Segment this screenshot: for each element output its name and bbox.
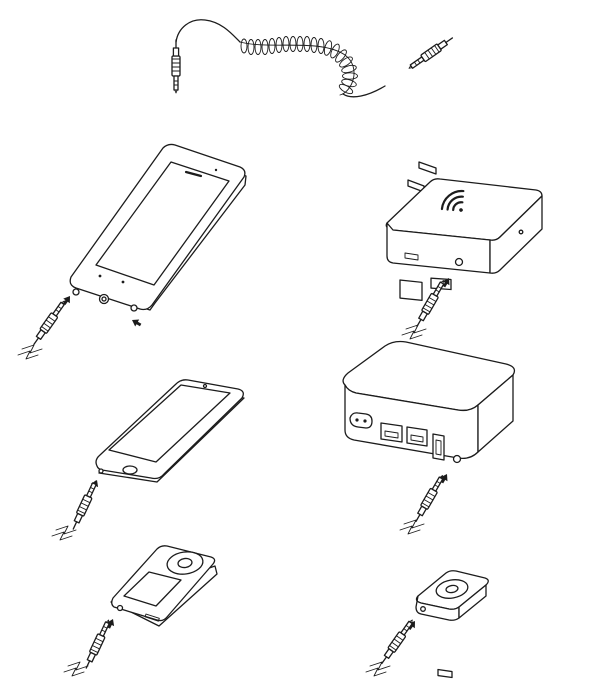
smartphone-icon bbox=[17, 143, 247, 360]
ipod-shuffle-icon bbox=[365, 570, 489, 679]
ipod-classic-icon bbox=[63, 545, 218, 677]
base-station-icon bbox=[342, 340, 516, 535]
wifi-travel-router-icon bbox=[385, 161, 543, 340]
coil-loops bbox=[240, 36, 358, 95]
coiled-audio-cable-icon bbox=[171, 19, 456, 98]
ipod-touch-icon bbox=[51, 379, 245, 541]
